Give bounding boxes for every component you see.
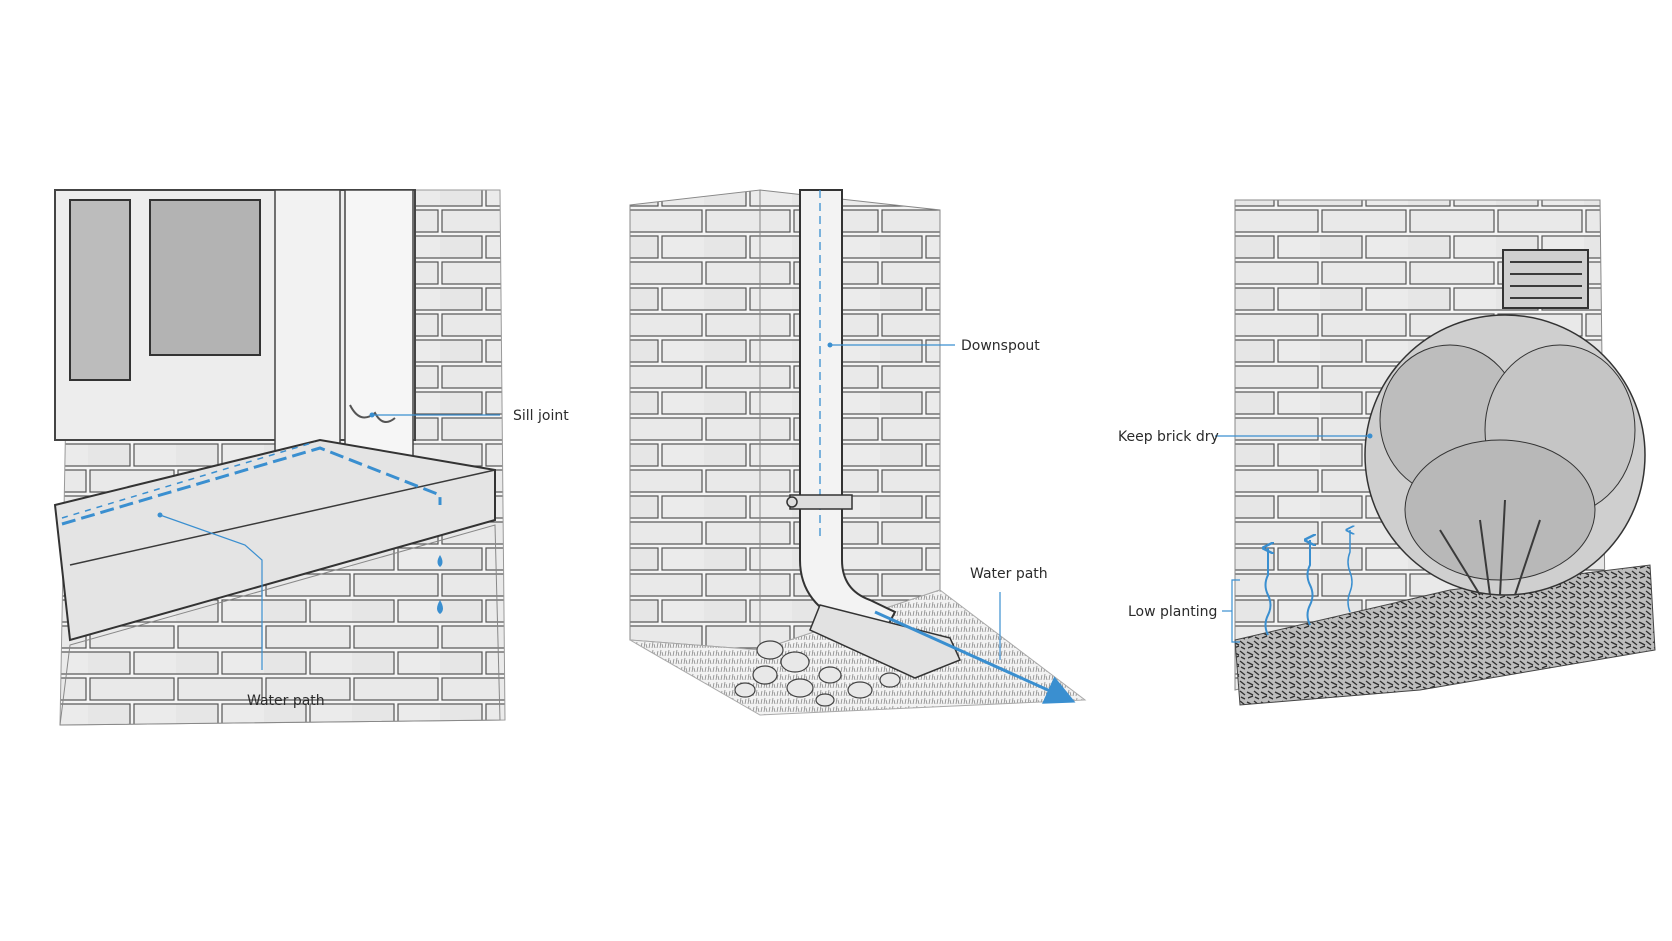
keep-brick-dry-label: Keep brick dry	[1118, 429, 1219, 445]
brick-wall-right	[759, 189, 941, 651]
panel-downspout: Downspout Water path	[629, 189, 1087, 716]
mulch-bed	[1234, 564, 1656, 706]
window-pane-right	[149, 199, 261, 356]
downspout-bracket	[789, 494, 853, 510]
downspout-label: Downspout	[961, 338, 1040, 354]
window-pane-left	[69, 199, 131, 381]
window-sill	[53, 438, 496, 642]
water-path-label-2: Water path	[970, 566, 1048, 582]
water-path-line	[61, 446, 442, 526]
gravel-stones	[734, 640, 901, 707]
water-path-arrow	[874, 610, 1076, 704]
sill-joint-label: Sill joint	[513, 408, 569, 424]
shrub	[1364, 314, 1646, 596]
drip-icon	[437, 555, 443, 567]
splash-block	[809, 604, 962, 679]
panel-window-sill: Sill joint Water path	[53, 189, 569, 726]
moisture-arrow	[1266, 548, 1271, 636]
brick-wall-left	[629, 189, 761, 651]
low-planting-label: Low planting	[1128, 604, 1217, 620]
moisture-arrow	[1308, 540, 1313, 626]
foundation-vent	[1502, 249, 1589, 309]
window-jamb	[274, 189, 341, 461]
panel-planting: Keep brick dry Low planting	[1118, 199, 1656, 706]
drip-icon	[437, 600, 443, 614]
sill-joint-stain	[349, 404, 396, 423]
water-path-label-1: Water path	[247, 693, 325, 709]
moisture-arrow	[1348, 530, 1352, 613]
